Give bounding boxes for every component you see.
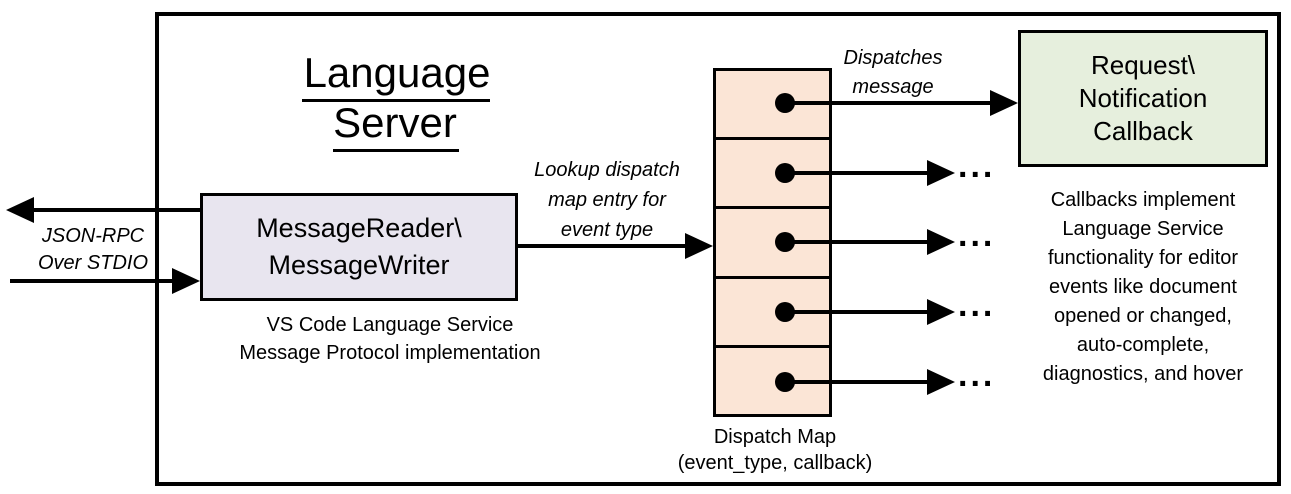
ellipsis-label: ... [958,147,996,185]
lookup-label-line3: event type [560,219,654,241]
reader-caption: VS Code Language Service Message Protoco… [195,311,585,367]
callback-box-line3: Callback [1093,116,1193,146]
lookup-dispatch-label: Lookup dispatch map entry for event type [512,155,702,245]
callback-caption-line: auto-complete, [1076,334,1210,356]
dispatch-map-label-line1: Dispatch Map [713,426,837,448]
dispatches-label-line1: Dispatches [843,47,943,69]
dispatches-label-line2: message [852,76,934,98]
json-rpc-stdio-label: JSON-RPC Over STDIO [18,223,168,277]
dispatch-map-cell [716,71,829,138]
callback-caption-line: Callbacks implement [1050,189,1236,211]
ellipsis-label: ... [958,356,996,394]
ellipsis-label: ... [958,286,996,324]
dispatch-map-cell [716,275,829,345]
diagram-title: Language Server [235,48,557,152]
request-notification-callback-box: Request\ Notification Callback [1018,30,1268,167]
reader-caption-line2: Message Protocol implementation [239,342,541,364]
callback-caption-line: Language Service [1062,218,1224,240]
reader-caption-line1: VS Code Language Service [266,314,514,336]
arrowhead-left-icon [6,197,34,223]
lookup-label-line1: Lookup dispatch [534,159,680,181]
dispatch-map-cell [716,137,829,207]
dispatches-message-label: Dispatches message [818,44,968,102]
io-label-line1: JSON-RPC [41,225,145,247]
diagram-title-text: Language Server [301,49,491,152]
dispatch-map-label: Dispatch Map (event_type, callback) [650,424,900,476]
callback-caption-line: functionality for editor [1047,247,1239,269]
callback-caption-line: events like document [1049,276,1237,298]
reader-box-line1: MessageReader\ [256,213,462,243]
lookup-label-line2: map entry for [548,189,666,211]
dispatch-map-cell [716,206,829,276]
callback-caption-line: opened or changed, [1054,305,1232,327]
ellipsis-label: ... [958,216,996,254]
callback-caption: Callbacks implement Language Service fun… [1018,186,1268,389]
callback-box-line2: Notification [1078,83,1208,113]
io-label-line2: Over STDIO [37,252,148,274]
dispatch-map-cell [716,344,829,415]
message-reader-writer-box: MessageReader\ MessageWriter [200,193,518,301]
reader-box-line2: MessageWriter [268,250,450,280]
callback-caption-line: diagnostics, and hover [1042,363,1244,385]
callback-box-line1: Request\ [1090,50,1196,80]
dispatch-map-label-line2: (event_type, callback) [677,452,873,474]
dispatch-map [713,68,832,417]
